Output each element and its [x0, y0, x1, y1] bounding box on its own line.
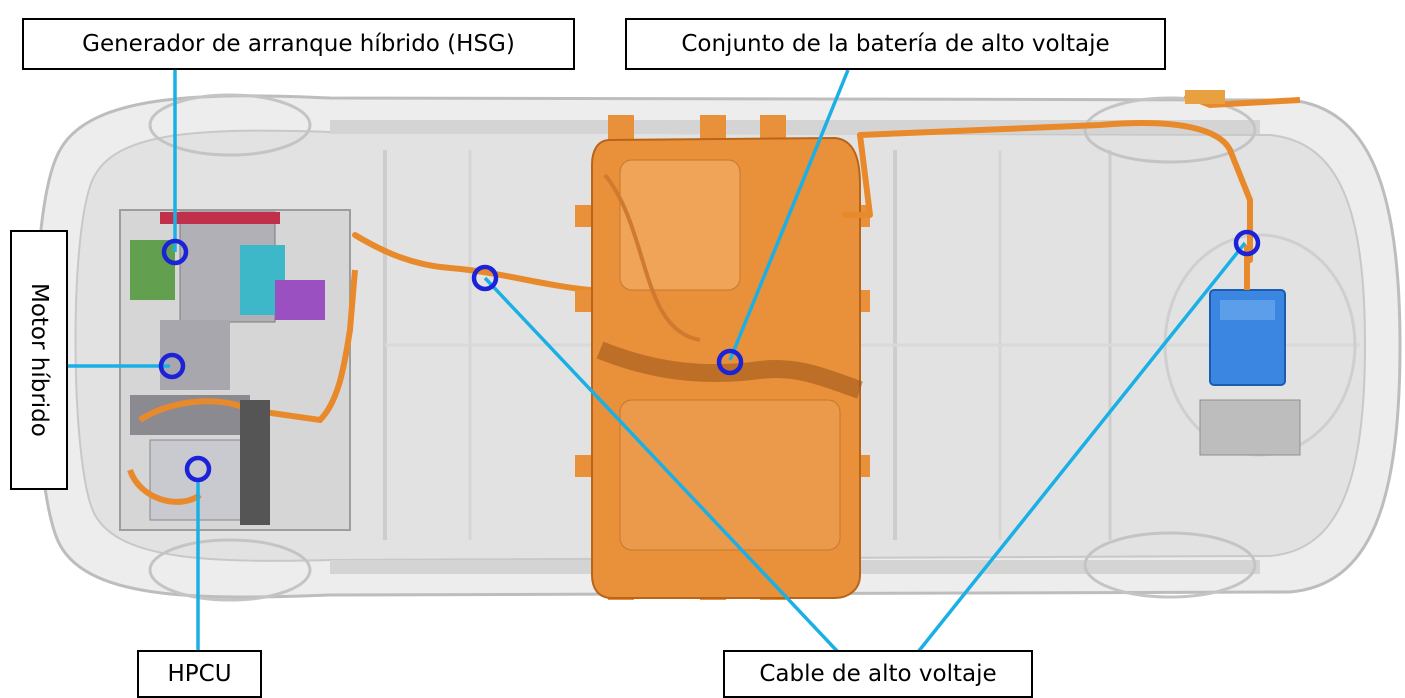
rear-converter-unit — [1199, 245, 1301, 456]
label-battery: Conjunto de la batería de alto voltaje — [625, 18, 1166, 70]
hv-cable-front — [352, 232, 593, 293]
leader-cable-rear — [916, 241, 1247, 654]
label-motor: Motor híbrido — [10, 230, 68, 490]
marker-hsg — [161, 238, 189, 266]
marker-battery — [716, 348, 744, 376]
leader-battery — [728, 69, 850, 361]
marker-motor — [158, 352, 186, 380]
label-hpcu: HPCU — [137, 650, 262, 698]
hv-cable-rear — [842, 90, 1301, 263]
marker-cable-front — [471, 264, 499, 292]
battery-pack — [575, 115, 870, 600]
label-hsg: Generador de arranque híbrido (HSG) — [22, 18, 575, 70]
leader-cable-front — [483, 276, 840, 654]
engine-bay — [119, 209, 358, 531]
marker-cable-rear — [1233, 229, 1261, 257]
markers — [158, 229, 1261, 483]
marker-hpcu — [184, 455, 212, 483]
label-cable: Cable de alto voltaje — [723, 650, 1033, 698]
leader-lines — [68, 68, 1247, 654]
